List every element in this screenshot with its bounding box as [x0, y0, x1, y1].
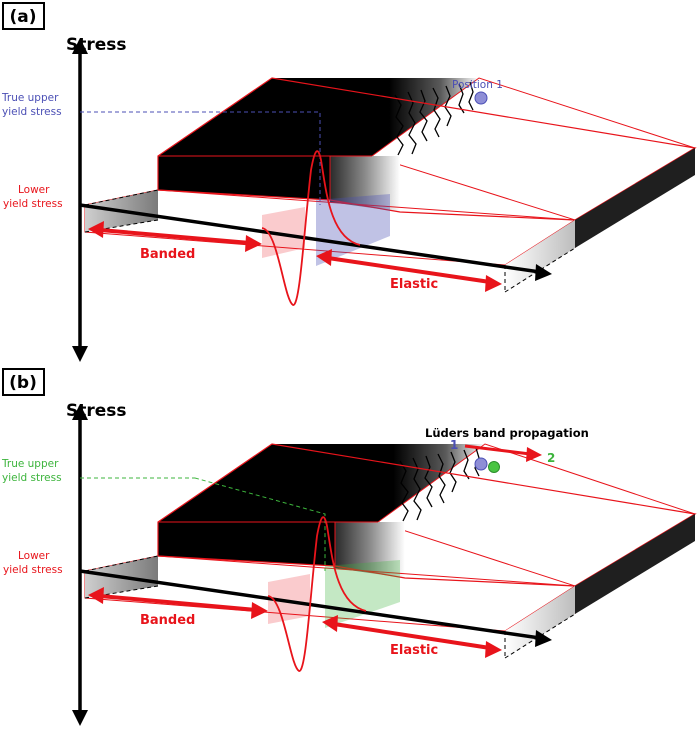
panel-a-label-box: [2, 2, 45, 30]
panel-b-banded-top-face: [158, 444, 485, 522]
panel-a-elastic-label: Elastic: [390, 277, 438, 292]
panel-a-position-label: Position 1: [452, 79, 503, 91]
panel-b-label: (b): [9, 373, 37, 393]
panel-a-upper-yield-label: True upper yield stress: [1, 92, 62, 118]
panel-b-front-face-dark: [158, 522, 335, 566]
panel-b-position-1-dot: [474, 457, 488, 471]
panel-a-label: (a): [9, 7, 36, 27]
panel-a: (a): [1, 2, 697, 362]
panel-b-stress-curve: [267, 516, 367, 672]
panel-b-propagation-from: 1: [450, 438, 458, 452]
panel-a-banded-arrow: [99, 228, 251, 245]
panel-a-position-axis: [79, 203, 541, 274]
panel-b-propagation-to: 2: [547, 451, 555, 465]
panel-b-stress-axis-arrow-down: [72, 710, 88, 726]
panel-b-upper-yield-dashed: [194, 477, 326, 571]
panel-b-upper-yield-label: True upper yield stress: [1, 458, 62, 484]
panel-b-stress-axis-arrow-up: [72, 404, 88, 420]
panel-b: (b) Stress: [1, 368, 697, 726]
panel-a-stress-curve: [261, 150, 361, 306]
panel-b-banded-label: Banded: [140, 613, 195, 628]
panel-a-red-boundary-plane: [262, 207, 305, 258]
panel-a-position-axis-arrow: [535, 264, 552, 281]
panel-b-elastic-label: Elastic: [390, 643, 438, 658]
panel-b-position-axis-arrow: [535, 630, 552, 647]
panel-a-stress-axis-arrow-up: [72, 38, 88, 54]
panel-b-band-front-lines: [399, 447, 480, 522]
panel-b-red-boundary-plane: [268, 574, 310, 624]
panel-b-label-box: [2, 368, 45, 396]
panel-a-elastic-arrow: [327, 256, 491, 284]
panel-b-position-2-dot: [488, 461, 500, 473]
panel-a-lower-yield-label: Lower yield stress: [3, 184, 63, 210]
panel-a-position-dot: [474, 91, 488, 105]
panel-b-front-face-gradient: [335, 522, 405, 578]
panel-a-stress-title: Stress: [66, 35, 127, 55]
panel-a-blue-boundary-plane: [316, 194, 390, 266]
panel-b-right-end-face: [575, 514, 695, 614]
panel-b-stress-title: Stress: [66, 401, 127, 421]
panel-b-propagation-title: Lüders band propagation: [425, 426, 589, 440]
panel-a-banded-label: Banded: [140, 247, 195, 262]
panel-a-right-end-face: [575, 148, 695, 248]
panel-b-right-light-face: [505, 586, 575, 658]
panel-b-banded-arrow: [99, 594, 257, 612]
panel-a-front-face-gradient: [330, 156, 400, 212]
panel-a-right-light-face: [505, 220, 575, 292]
panel-a-stress-axis-arrow-down: [72, 346, 88, 362]
panel-a-front-face-dark: [158, 156, 330, 200]
panel-b-propagation-arrow: [464, 444, 531, 456]
panel-b-lower-yield-label: Lower yield stress: [3, 550, 63, 576]
panel-b-elastic-arrow: [333, 622, 491, 650]
